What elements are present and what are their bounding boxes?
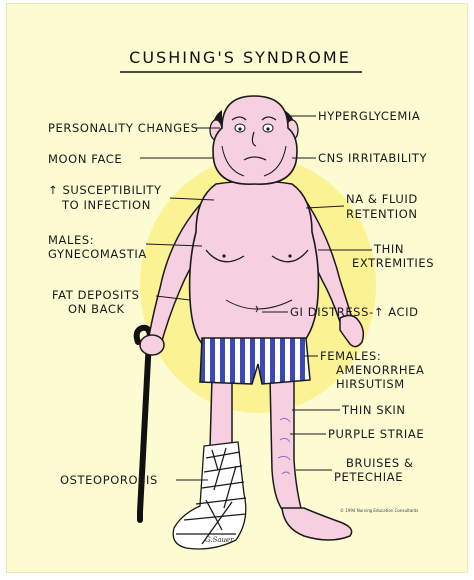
moon-face	[213, 96, 297, 184]
label-gynecomastia: GYNECOMASTIA	[48, 248, 147, 260]
left-hand	[140, 335, 164, 355]
label-susceptibility: ↑ SUSCEPTIBILITY	[48, 184, 162, 196]
label-females: FEMALES:	[320, 350, 381, 362]
label-osteoporosis: OSTEOPOROSIS	[60, 474, 158, 486]
label-retention: RETENTION	[346, 208, 418, 220]
page-title: CUSHING'S SYNDROME	[110, 48, 370, 67]
artist-signature: G.Sauer	[205, 536, 234, 544]
label-petechiae: PETECHIAE	[334, 471, 403, 483]
label-purple-striae: PURPLE STRIAE	[328, 428, 424, 440]
label-males: MALES:	[48, 234, 94, 246]
label-fat-deposits: FAT DEPOSITS	[52, 289, 140, 301]
label-gi-distress: GI DISTRESS-↑ ACID	[290, 306, 419, 318]
torso	[190, 181, 319, 346]
nipple-right	[288, 254, 291, 257]
label-hyperglycemia: HYPERGLYCEMIA	[318, 110, 420, 122]
label-bruises: BRUISES &	[346, 457, 414, 469]
label-na-fluid: NA & FLUID	[346, 193, 418, 205]
label-moon-face: MOON FACE	[48, 153, 122, 165]
leg-cast	[173, 442, 246, 549]
label-thin: THIN	[374, 243, 404, 255]
label-to-infection: TO INFECTION	[62, 199, 151, 211]
left-leg	[210, 378, 232, 448]
label-amenorrhea: AMENORRHEA	[336, 364, 424, 376]
copyright-credit: © 1994 Nursing Education Consultants	[340, 508, 418, 513]
cane	[137, 328, 150, 520]
label-thin-skin: THIN SKIN	[342, 404, 406, 416]
nipple-left	[222, 254, 225, 257]
label-hirsutism: HIRSUTISM	[336, 378, 405, 390]
label-extremities: EXTREMITIES	[352, 257, 434, 269]
label-on-back: ON BACK	[68, 303, 125, 315]
label-cns-irritability: CNS IRRITABILITY	[318, 152, 427, 164]
label-personality-changes: PERSONALITY CHANGES	[48, 122, 199, 134]
